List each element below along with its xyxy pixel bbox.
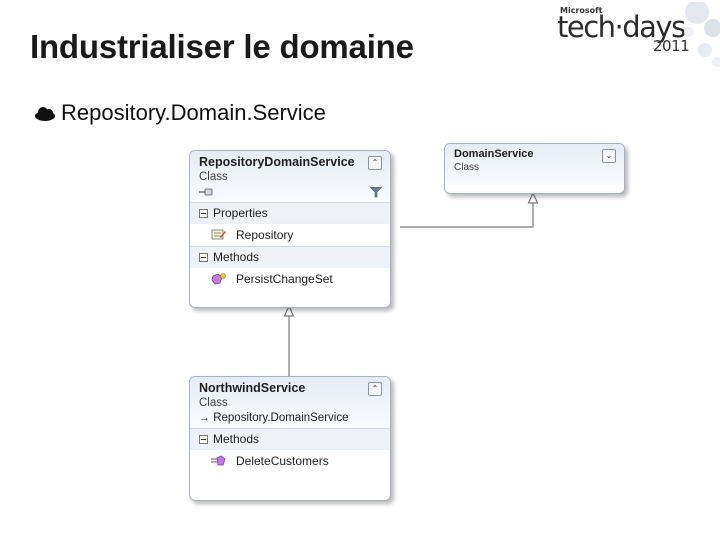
class-name: NorthwindService	[199, 381, 306, 395]
slide-title: Industrialiser le domaine	[30, 28, 414, 65]
logo-circles-decoration	[684, 2, 720, 67]
member-label: DeleteCustomers	[236, 454, 329, 468]
bullet-item: Repository.Domain.Service	[34, 100, 326, 126]
filter-icon[interactable]	[370, 186, 382, 198]
class-stereotype: Class	[199, 171, 228, 183]
method-icon	[211, 455, 226, 466]
section-header-methods[interactable]: Methods	[190, 246, 390, 267]
class-stereotype: Class	[454, 162, 480, 173]
bullet-text: Repository.Domain.Service	[61, 100, 326, 125]
logo-techdays-text: tech·days	[557, 10, 686, 44]
class-name: RepositoryDomainService	[199, 155, 355, 169]
method-icon	[211, 273, 226, 285]
section-header-methods[interactable]: Methods	[190, 428, 390, 449]
class-repository-domain-service[interactable]: RepositoryDomainService Class ⌃ Properti…	[189, 150, 391, 308]
expand-button[interactable]: ⌄	[602, 149, 616, 163]
inherits-arrow-icon: →	[199, 412, 210, 424]
collapse-section-icon[interactable]	[199, 434, 208, 444]
collapse-section-icon[interactable]	[199, 208, 208, 218]
connector-repository-to-domainservice	[400, 203, 534, 228]
inheritance-arrowhead	[283, 304, 295, 317]
class-base-type: → Repository.DomainService	[199, 412, 382, 424]
section-title: Methods	[213, 432, 260, 446]
class-member-method[interactable]: DeleteCustomers	[190, 449, 390, 472]
class-member-method[interactable]: PersistChangeSet	[190, 267, 390, 290]
logo-microsoft-text: Microsoft	[560, 6, 603, 15]
member-label: PersistChangeSet	[236, 272, 333, 286]
logo-year-text: 2011	[653, 37, 690, 55]
member-label: Repository	[236, 228, 294, 242]
interface-lollipop-icon	[199, 188, 213, 196]
property-icon	[211, 229, 226, 240]
collapse-button[interactable]: ⌃	[368, 156, 382, 170]
class-northwind-service[interactable]: NorthwindService Class → Repository.Doma…	[189, 376, 391, 501]
section-title: Methods	[213, 250, 260, 264]
cloud-bullet-icon	[35, 107, 55, 121]
inheritance-arrowhead	[527, 191, 539, 204]
section-header-properties[interactable]: Properties	[190, 202, 390, 223]
class-header: DomainService Class ⌄	[445, 144, 624, 185]
class-domain-service[interactable]: DomainService Class ⌄	[444, 143, 625, 194]
base-type-label: Repository.DomainService	[213, 412, 349, 424]
section-title: Properties	[213, 206, 268, 220]
collapse-button[interactable]: ⌃	[368, 382, 382, 396]
techdays-logo: Microsoft tech·days 2011	[555, 2, 720, 72]
class-header: RepositoryDomainService Class ⌃	[190, 151, 390, 202]
class-header: NorthwindService Class → Repository.Doma…	[190, 377, 390, 428]
class-member-property[interactable]: Repository	[190, 223, 390, 246]
class-name: DomainService	[454, 148, 534, 160]
collapse-section-icon[interactable]	[199, 252, 208, 262]
class-stereotype: Class	[199, 397, 228, 409]
